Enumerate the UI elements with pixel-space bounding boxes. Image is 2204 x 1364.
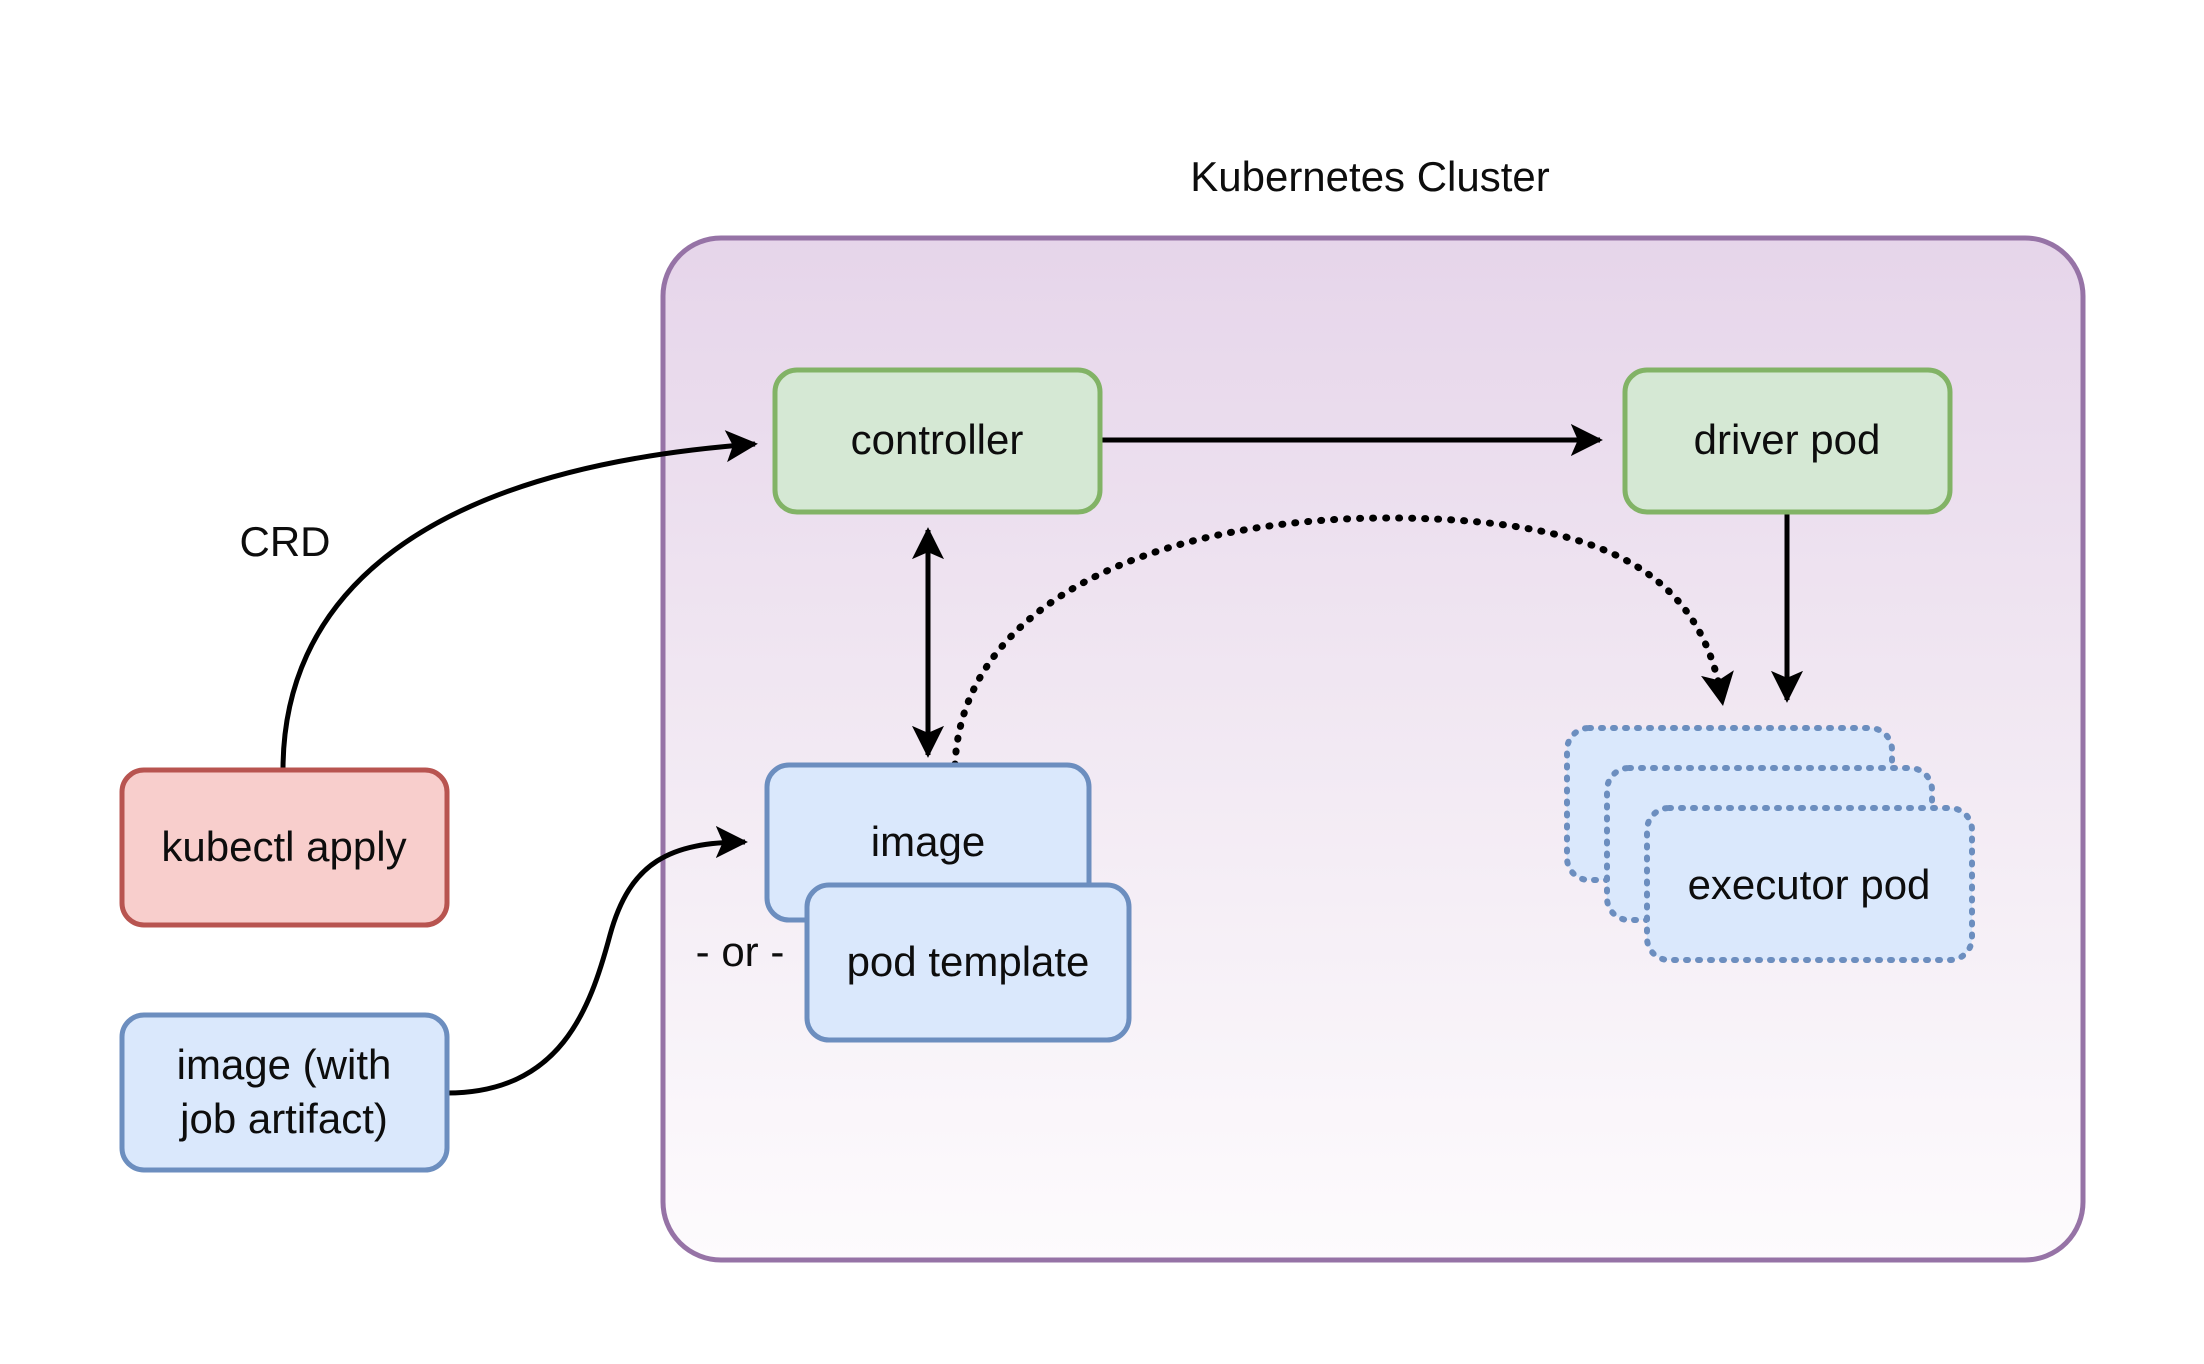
kubectl-apply-label: kubectl apply: [161, 823, 406, 870]
image-with-job-artifact-label-line2: job artifact): [178, 1095, 388, 1142]
image-with-job-artifact-box[interactable]: [119, 1012, 450, 1173]
image-with-job-artifact-node[interactable]: image (with job artifact): [119, 1012, 450, 1173]
kubectl-apply-box[interactable]: [119, 767, 450, 928]
executor-pod-front[interactable]: executor pod: [1644, 805, 1975, 963]
cluster-title: Kubernetes Cluster: [1190, 153, 1550, 200]
edge-label-or: - or -: [696, 928, 785, 975]
driver-pod-node[interactable]: driver pod: [1622, 367, 1953, 515]
image-label: image: [871, 818, 985, 865]
controller-box[interactable]: [772, 367, 1103, 515]
kubectl-apply-node[interactable]: kubectl apply: [119, 767, 450, 928]
edge-kubectl-to-controller: CRD: [240, 430, 758, 771]
controller-node[interactable]: controller: [772, 367, 1103, 515]
image-with-job-artifact-label-line1: image (with: [177, 1041, 392, 1088]
controller-label: controller: [851, 416, 1024, 463]
executor-pod-front-label: executor pod: [1688, 861, 1931, 908]
driver-pod-label: driver pod: [1694, 416, 1881, 463]
edge-image-artifact-to-image: - or -: [446, 825, 785, 1096]
image-node[interactable]: image: [764, 762, 1092, 923]
pod-template-label: pod template: [847, 938, 1090, 985]
driver-pod-box[interactable]: [1622, 367, 1953, 515]
edge-image-to-executor: [951, 514, 1734, 769]
executor-pod-front-box[interactable]: [1644, 805, 1975, 963]
pod-template-box[interactable]: [804, 882, 1132, 1043]
pod-template-node[interactable]: pod template: [804, 882, 1132, 1043]
edge-label-crd: CRD: [240, 518, 331, 565]
